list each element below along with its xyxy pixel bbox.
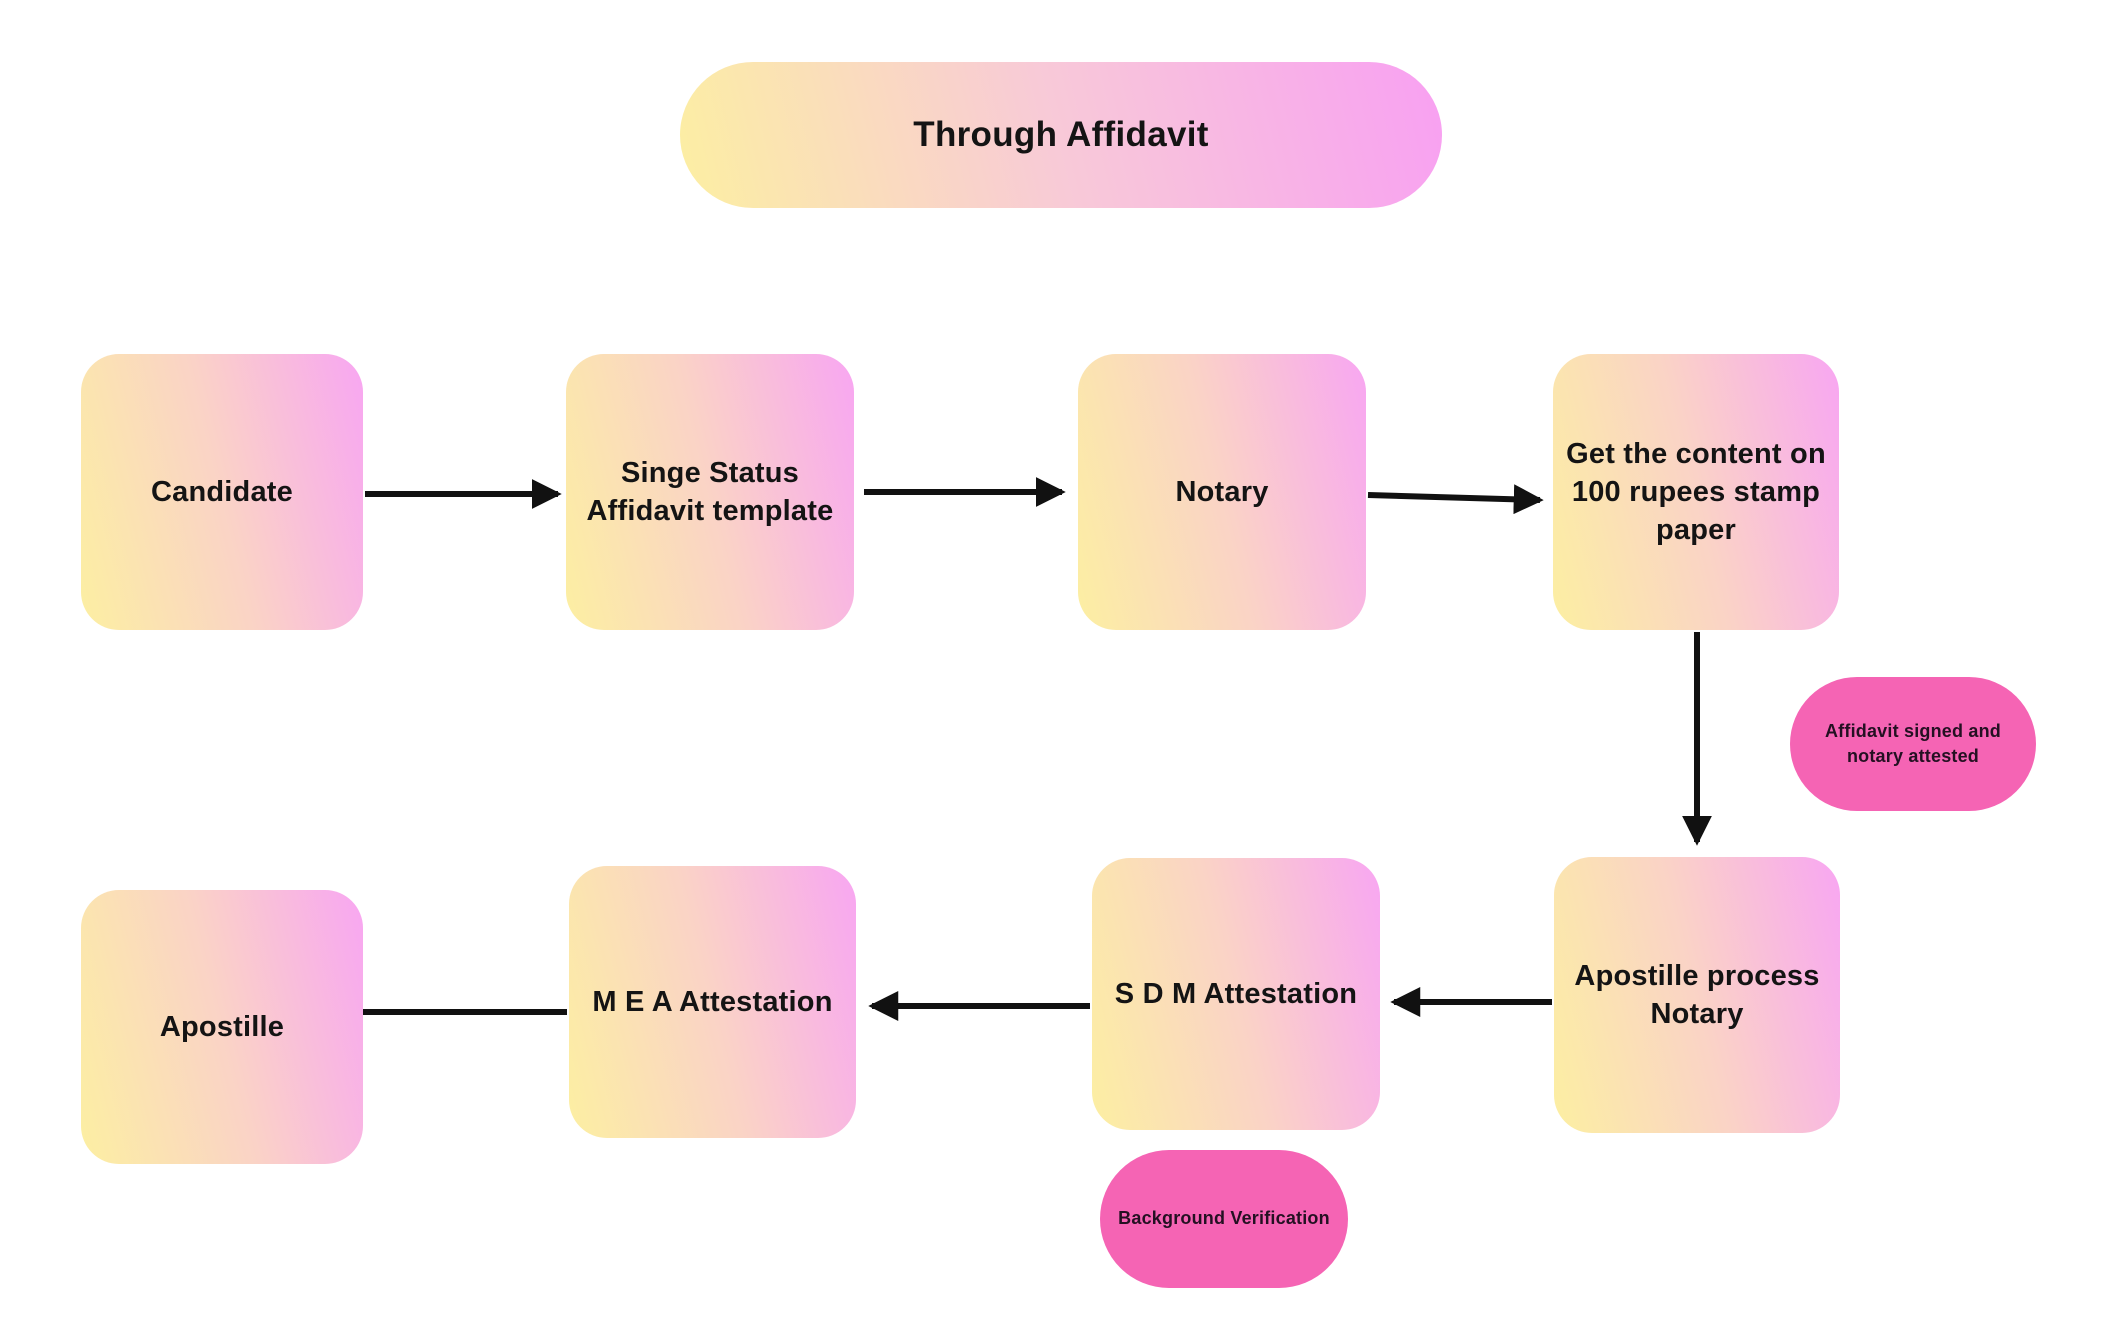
node-mea-attestation: M E A Attestation <box>569 866 856 1138</box>
node-stamp-paper: Get the content on 100 rupees stamp pape… <box>1553 354 1839 630</box>
node-singe-status-affidavit-template: Singe Status Affidavit template <box>566 354 854 630</box>
node-notary-label: Notary <box>1175 475 1269 508</box>
node-apostille-process-notary: Apostille process Notary <box>1554 857 1840 1133</box>
node-sdm-attestation-label: S D M Attestation <box>1114 977 1358 1010</box>
arrow-notary-to-stamp-paper <box>1367 484 1544 515</box>
node-mea-attestation-label: M E A Attestation <box>592 985 833 1018</box>
note-affidavit-signed: Affidavit signed and notary attested <box>1790 677 2036 811</box>
node-candidate: Candidate <box>81 354 363 630</box>
title-pill: Through Affidavit <box>680 62 1442 208</box>
node-stamp-paper-label: Get the content on 100 rupees stamp pape… <box>1566 437 1826 547</box>
node-singe-status-label: Singe Status Affidavit template <box>586 456 834 527</box>
title-label: Through Affidavit <box>913 115 1209 154</box>
note-background-verification: Background Verification <box>1100 1150 1348 1288</box>
note-background-verification-label: Background Verification <box>1118 1208 1330 1229</box>
node-sdm-attestation: S D M Attestation <box>1092 858 1380 1130</box>
node-apostille-process-label: Apostille process Notary <box>1574 959 1820 1030</box>
note-affidavit-signed-label: Affidavit signed and notary attested <box>1824 720 2001 766</box>
node-candidate-label: Candidate <box>151 475 293 508</box>
node-notary: Notary <box>1078 354 1366 630</box>
node-apostille-label: Apostille <box>159 1010 285 1043</box>
node-apostille: Apostille <box>81 890 363 1164</box>
